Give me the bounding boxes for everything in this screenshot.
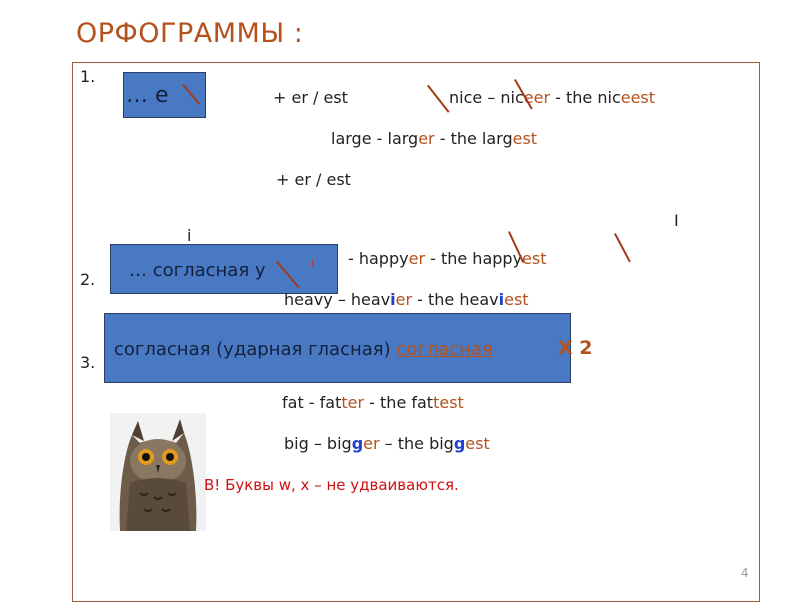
rule-3-example-1: fat - fatter - the fattest — [282, 393, 464, 412]
rule-2-box: … согласная у i — [110, 244, 338, 294]
page-number: 4 — [741, 566, 749, 580]
word-part: - the fat — [364, 393, 434, 412]
ending: est — [504, 290, 529, 309]
word-part: large - larg — [331, 129, 419, 148]
box-text-underlined: согласная — [396, 339, 493, 360]
word-part: nic — [500, 88, 524, 107]
word-part: – the big — [379, 434, 454, 453]
ending: est — [439, 393, 464, 412]
word-part: big – big — [284, 434, 352, 453]
letter-i-right: I — [674, 211, 679, 230]
rule-1-example-2: large - larger - the largest — [331, 129, 537, 148]
box-text-plain: согласная (ударная гласная) — [114, 339, 397, 360]
word-part: heavy – heav — [284, 290, 391, 309]
doubled-letter: t — [341, 393, 348, 412]
word-part: - happy — [348, 249, 409, 268]
word-part: nice – — [449, 88, 501, 107]
ending: er — [533, 88, 551, 107]
rule-2-example-2: heavy – heavier - the heaviest — [284, 290, 529, 309]
word-part: - the larg — [434, 129, 513, 148]
rule-2-box-text: … согласная у — [129, 260, 266, 281]
doubled-letter: t — [433, 393, 440, 412]
rule-2-box-sup: i — [311, 257, 315, 270]
rule-1-example-1: nice – niceer - the niceest — [449, 88, 655, 107]
ending: er — [408, 249, 426, 268]
rule-3-box: согласная (ударная гласная) согласная — [104, 313, 571, 383]
word-part: e — [523, 88, 534, 107]
word-part: - the happy — [425, 249, 523, 268]
word-part: e — [620, 88, 631, 107]
rule-2-number: 2. — [80, 270, 96, 289]
nota-bene: B! Буквы w, x – не удваиваются. — [204, 476, 459, 494]
double-marker: X 2 — [558, 337, 593, 359]
owl-image — [110, 413, 206, 531]
slide-title: ОРФОГРАММЫ : — [76, 18, 304, 49]
rule-1-suffix-2: + er / est — [276, 170, 351, 189]
ending: est — [522, 249, 547, 268]
rule-3-box-text: согласная (ударная гласная) согласная — [114, 339, 493, 360]
changed-letter: i — [390, 290, 396, 309]
doubled-letter: g — [351, 434, 364, 453]
changed-letter: i — [498, 290, 505, 309]
ending: est — [630, 88, 656, 107]
ending: er — [347, 393, 365, 412]
ending: er — [363, 434, 380, 453]
ending: er — [418, 129, 435, 148]
rule-1-box-text: … е — [126, 83, 169, 108]
word-part: fat - fat — [282, 393, 342, 412]
rule-3-number: 3. — [80, 353, 96, 372]
word-part: - the nic — [550, 88, 621, 107]
ending: er — [395, 290, 413, 309]
rule-1-suffix: + er / est — [273, 88, 348, 107]
rule-1-number: 1. — [80, 67, 96, 86]
rule-3-example-2: big – bigger – the biggest — [284, 434, 490, 453]
ending: est — [465, 434, 490, 453]
doubled-letter: g — [453, 434, 466, 453]
word-part: - the heav — [412, 290, 499, 309]
ending: est — [512, 129, 538, 148]
letter-i-left: i — [187, 226, 192, 245]
rule-2-example-1: - happyer - the happyest — [348, 249, 546, 268]
